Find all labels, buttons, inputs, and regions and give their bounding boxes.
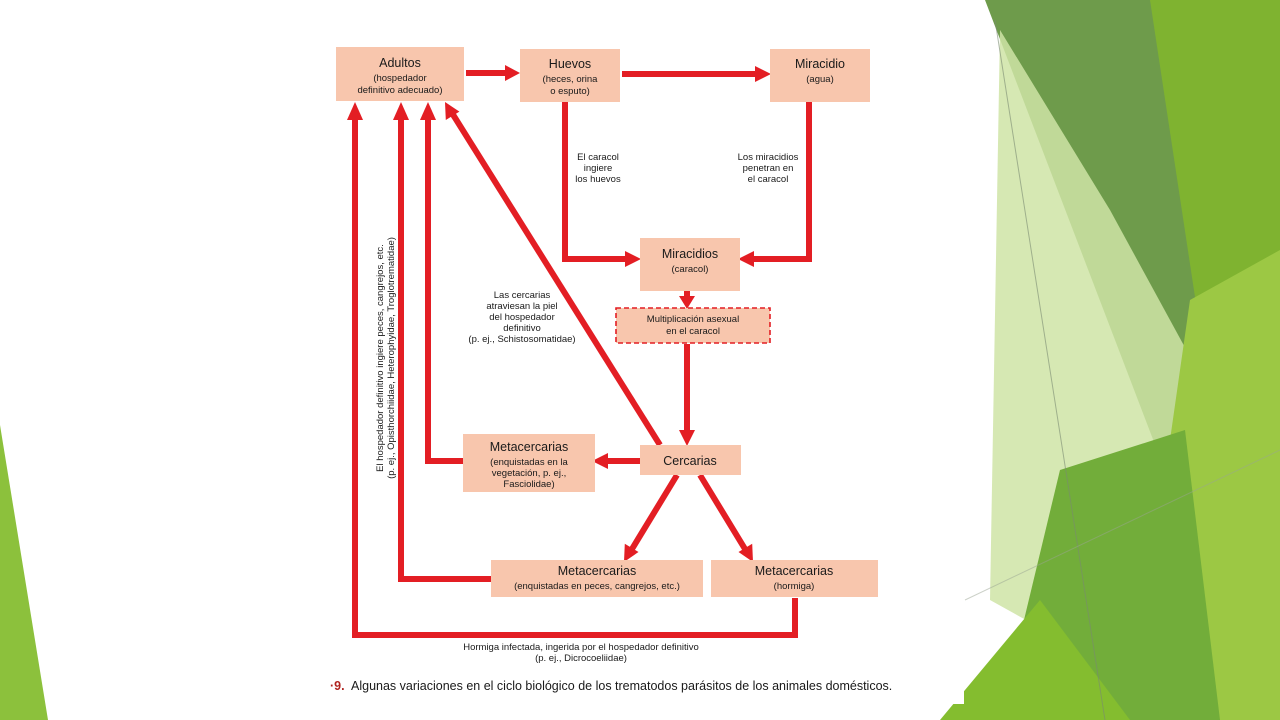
node-multiplicacion-box (615, 307, 771, 344)
node-adultos-line1: (hospedador (373, 73, 426, 84)
node-huevos-title: Huevos (549, 57, 591, 71)
label-hormiga: Hormiga infectada, ingerida por el hospe… (463, 642, 699, 664)
node-multiplicacion: Multiplicación asexual en el caracol (615, 307, 771, 344)
node-metapeces-line1: (enquistadas en peces, cangrejos, etc.) (514, 581, 680, 592)
node-cercarias: Cercarias (640, 445, 741, 475)
label-caracol-ingiere-line3: los huevos (575, 174, 621, 185)
label-hormiga-line1: Hormiga infectada, ingerida por el hospe… (463, 642, 699, 653)
arrow-miracidios-multiplicacion-head (679, 296, 695, 309)
label-miracidios-penetran-line3: el caracol (748, 174, 789, 185)
arrow-metapeces-adultos-head (393, 102, 409, 120)
node-metacercarias-peces: Metacercarias (enquistadas en peces, can… (491, 560, 703, 597)
node-cercarias-box (640, 445, 741, 475)
node-metaveg-line2: vegetación, p. ej., (492, 468, 566, 479)
right-thin-line-1 (994, 19, 1106, 720)
arrow-miracidio-miracidios (753, 102, 812, 262)
node-cercarias-title: Cercarias (663, 454, 717, 468)
caption-text: Algunas variaciones en el ciclo biológic… (351, 679, 892, 693)
node-miracidios-title: Miracidios (662, 247, 718, 261)
label-miracidios-penetran-line1: Los miracidios (738, 152, 799, 163)
label-vertical-line1: El hospedador definitivo ingiere peces, … (375, 244, 386, 472)
arrow-huevos-miracidio-head (755, 66, 771, 82)
caption-number: ·9. (330, 679, 345, 693)
node-miracidios: Miracidios (caracol) (640, 238, 740, 291)
arrow-metahormiga-adultos-head (347, 102, 363, 120)
label-hormiga-line2: (p. ej., Dicrocoeliidae) (535, 653, 627, 664)
label-cercarias-piel-line1: Las cercarias (494, 290, 551, 301)
label-cercarias-piel-line4: definitivo (503, 323, 541, 334)
arrow-multiplicacion-cercarias-head (679, 430, 695, 446)
arrows (347, 65, 812, 638)
right-green-bottom (940, 600, 1130, 720)
node-multiplicacion-line1: Multiplicación asexual (647, 314, 739, 325)
arrow-cercarias-adultos (449, 111, 663, 447)
arrow-metahormiga-adultos (352, 118, 798, 638)
node-adultos-title: Adultos (379, 56, 421, 70)
diagram-panel (322, 36, 964, 704)
label-cercarias-piel: Las cercarias atraviesan la piel del hos… (468, 290, 575, 345)
node-metaveg-title: Metacercarias (490, 440, 569, 454)
node-adultos-box (336, 47, 464, 101)
node-multiplicacion-line2: en el caracol (666, 326, 720, 337)
arrow-metaveg-adultos (425, 118, 463, 464)
node-metaveg-box (463, 434, 595, 492)
arrow-cercarias-metahormiga-head (738, 543, 753, 562)
right-thin-line-2 (964, 449, 1280, 601)
node-metahormiga-title: Metacercarias (755, 564, 834, 578)
arrow-cercarias-metaveg-head (592, 453, 608, 469)
arrow-metapeces-adultos (398, 118, 492, 582)
label-caracol-ingiere-line2: ingiere (584, 163, 613, 174)
node-metacercarias-vegetacion: Metacercarias (enquistadas en la vegetac… (463, 434, 595, 492)
node-metapeces-box (491, 560, 703, 597)
node-metahormiga-line1: (hormiga) (774, 581, 815, 592)
right-green-band (1150, 0, 1280, 330)
node-metacercarias-hormiga: Metacercarias (hormiga) (711, 560, 878, 597)
label-miracidios-penetran: Los miracidios penetran en el caracol (738, 152, 799, 185)
node-huevos: Huevos (heces, orina o esputo) (520, 49, 620, 102)
node-adultos-line2: definitivo adecuado) (357, 85, 442, 96)
arrow-miracidio-miracidios-head (738, 251, 754, 267)
arrow-cercarias-adultos-head (445, 102, 460, 120)
label-cercarias-piel-line3: del hospedador (489, 312, 555, 323)
node-miracidio-box (770, 49, 870, 102)
arrow-cercarias-metapeces-head (624, 543, 639, 562)
node-miracidios-box (640, 238, 740, 291)
node-metaveg-line1: (enquistadas en la (490, 457, 568, 468)
node-huevos-line2: o esputo) (550, 86, 590, 97)
node-miracidio-line1: (agua) (806, 74, 833, 85)
label-caracol-ingiere-line1: El caracol (577, 152, 619, 163)
arrow-adultos-huevos-head (505, 65, 520, 81)
figure-caption: ·9. Algunas variaciones en el ciclo biol… (330, 679, 892, 693)
arrow-cercarias-metahormiga (697, 473, 748, 551)
node-adultos: Adultos (hospedador definitivo adecuado) (336, 47, 464, 101)
label-cercarias-piel-line2: atraviesan la piel (486, 301, 557, 312)
arrow-metaveg-adultos-head (420, 102, 436, 120)
node-miracidio: Miracidio (agua) (770, 49, 870, 102)
label-vertical: El hospedador definitivo ingiere peces, … (375, 237, 397, 479)
node-metaveg-line3: Fasciolidae) (503, 479, 554, 490)
label-caracol-ingiere: El caracol ingiere los huevos (575, 152, 621, 185)
label-vertical-line2: (p. ej., Opisthorchiidae, Heterophyidae,… (386, 237, 397, 479)
label-miracidios-penetran-line2: penetran en (743, 163, 794, 174)
arrow-cercarias-metapeces (629, 473, 680, 551)
left-green-shape (0, 425, 48, 720)
node-miracidios-line1: (caracol) (672, 264, 709, 275)
arrow-huevos-miracidios (562, 102, 626, 262)
node-metahormiga-box (711, 560, 878, 597)
node-miracidio-title: Miracidio (795, 57, 845, 71)
node-metapeces-title: Metacercarias (558, 564, 637, 578)
arrow-huevos-miracidios-head (625, 251, 641, 267)
node-huevos-line1: (heces, orina (543, 74, 599, 85)
node-huevos-box (520, 49, 620, 102)
label-cercarias-piel-line5: (p. ej., Schistosomatidae) (468, 334, 575, 345)
